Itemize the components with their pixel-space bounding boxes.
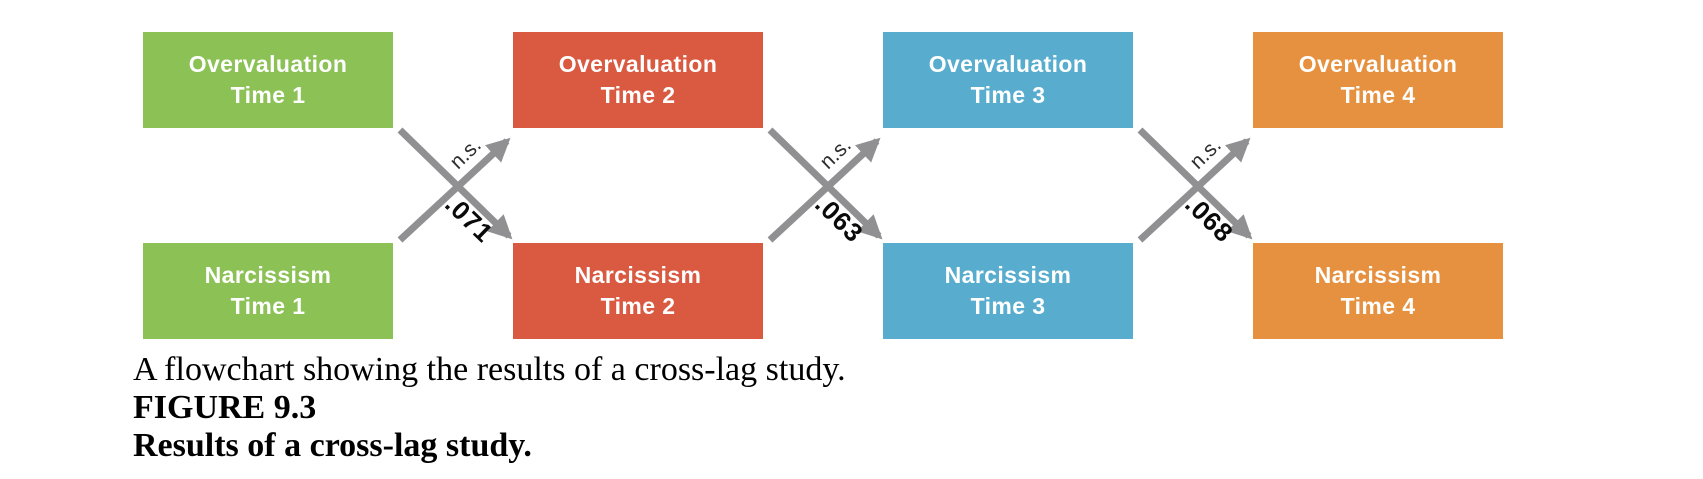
box-narcissism-time-4: Narcissism Time 4	[1253, 243, 1503, 339]
figure-title: Results of a cross-lag study.	[133, 427, 532, 464]
box-narcissism-time-3: Narcissism Time 3	[883, 243, 1133, 339]
cross2-arrow-down-icon	[767, 127, 883, 240]
box-label-line2: Time 4	[1340, 293, 1416, 319]
box-overvaluation-time-2: Overvaluation Time 2	[513, 32, 763, 128]
cross3-arrow-down-icon	[1137, 127, 1253, 240]
box-overvaluation-time-1: Overvaluation Time 1	[143, 32, 393, 128]
box-label-line1: Overvaluation	[1298, 51, 1458, 77]
cross1-arrow-up-icon	[397, 137, 511, 243]
figure-number: FIGURE 9.3	[133, 389, 317, 426]
box-label-line1: Overvaluation	[558, 51, 718, 77]
box-narcissism-time-1: Narcissism Time 1	[143, 243, 393, 339]
cross1-arrow-down-icon	[397, 127, 513, 240]
box-label-line2: Time 3	[970, 293, 1046, 319]
box-label-line2: Time 4	[1340, 82, 1416, 108]
box-label-line2: Time 1	[230, 293, 306, 319]
box-narcissism-time-2: Narcissism Time 2	[513, 243, 763, 339]
box-label-line2: Time 2	[600, 293, 676, 319]
box-label-line1: Overvaluation	[188, 51, 348, 77]
cross2-arrow-up-icon	[767, 137, 881, 243]
box-overvaluation-time-4: Overvaluation Time 4	[1253, 32, 1503, 128]
box-label-line1: Narcissism	[944, 262, 1072, 288]
caption-alt-text: A flowchart showing the results of a cro…	[133, 351, 846, 388]
box-label-line2: Time 3	[970, 82, 1046, 108]
box-label-line1: Narcissism	[204, 262, 332, 288]
box-label-line1: Narcissism	[574, 262, 702, 288]
box-label-line2: Time 2	[600, 82, 676, 108]
box-label-line1: Overvaluation	[928, 51, 1088, 77]
figure-caption: A flowchart showing the results of a cro…	[133, 351, 846, 465]
box-overvaluation-time-3: Overvaluation Time 3	[883, 32, 1133, 128]
box-label-line1: Narcissism	[1314, 262, 1442, 288]
box-label-line2: Time 1	[230, 82, 306, 108]
cross3-arrow-up-icon	[1137, 137, 1251, 243]
